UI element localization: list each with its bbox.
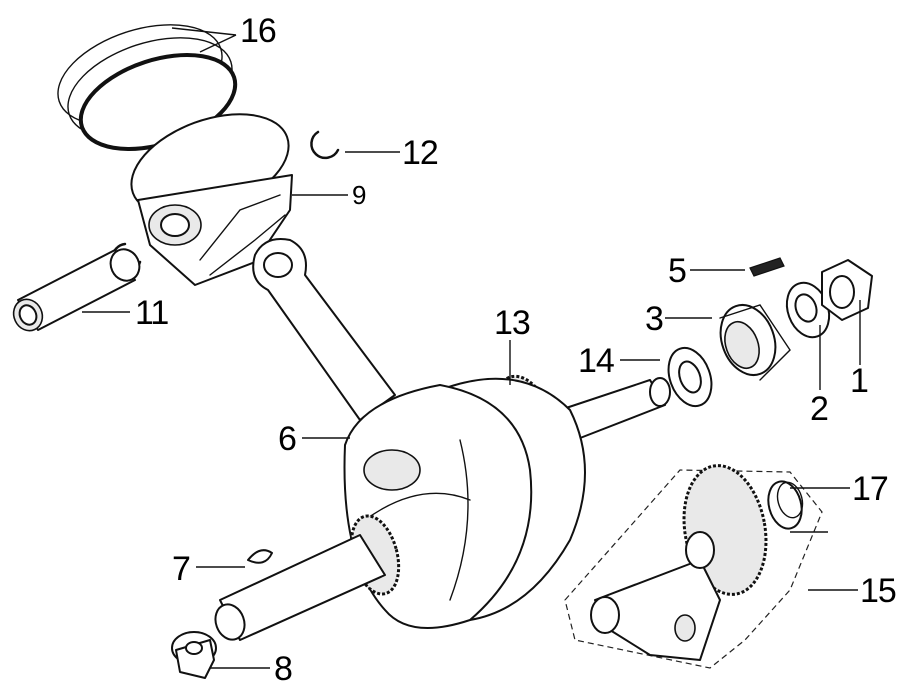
callout-15: 15 [860,572,896,610]
callout-6: 6 [278,420,296,458]
callout-8: 8 [274,650,292,688]
connecting-rod [252,238,396,421]
callout-7: 7 [172,550,190,588]
callout-1: 1 [850,362,868,400]
callout-11: 12 [402,134,438,172]
flange-nut [171,631,217,679]
callout-2: 2 [810,390,828,428]
callout-12: 16 [240,12,276,50]
callout-9: 9 [352,180,366,210]
thrust-washer [667,346,713,408]
callout-5: 5 [668,252,686,290]
callout-13: 13 [494,304,530,342]
crankshaft [214,374,671,641]
lock-washer [785,281,831,339]
leader-lines [82,27,861,669]
hex-nut [821,259,873,321]
bearing [719,304,791,381]
callout-14: 14 [578,342,614,380]
callout-labels: 16 12 9 11 13 14 3 5 1 2 6 7 8 17 15 [135,12,897,688]
key [749,257,785,277]
callout-10: 11 [135,294,168,332]
woodruff-key [247,549,273,564]
piston-pin [12,248,141,332]
callout-16: 17 [852,470,888,508]
balancer-assembly [564,464,823,669]
callout-3: 3 [645,300,663,338]
